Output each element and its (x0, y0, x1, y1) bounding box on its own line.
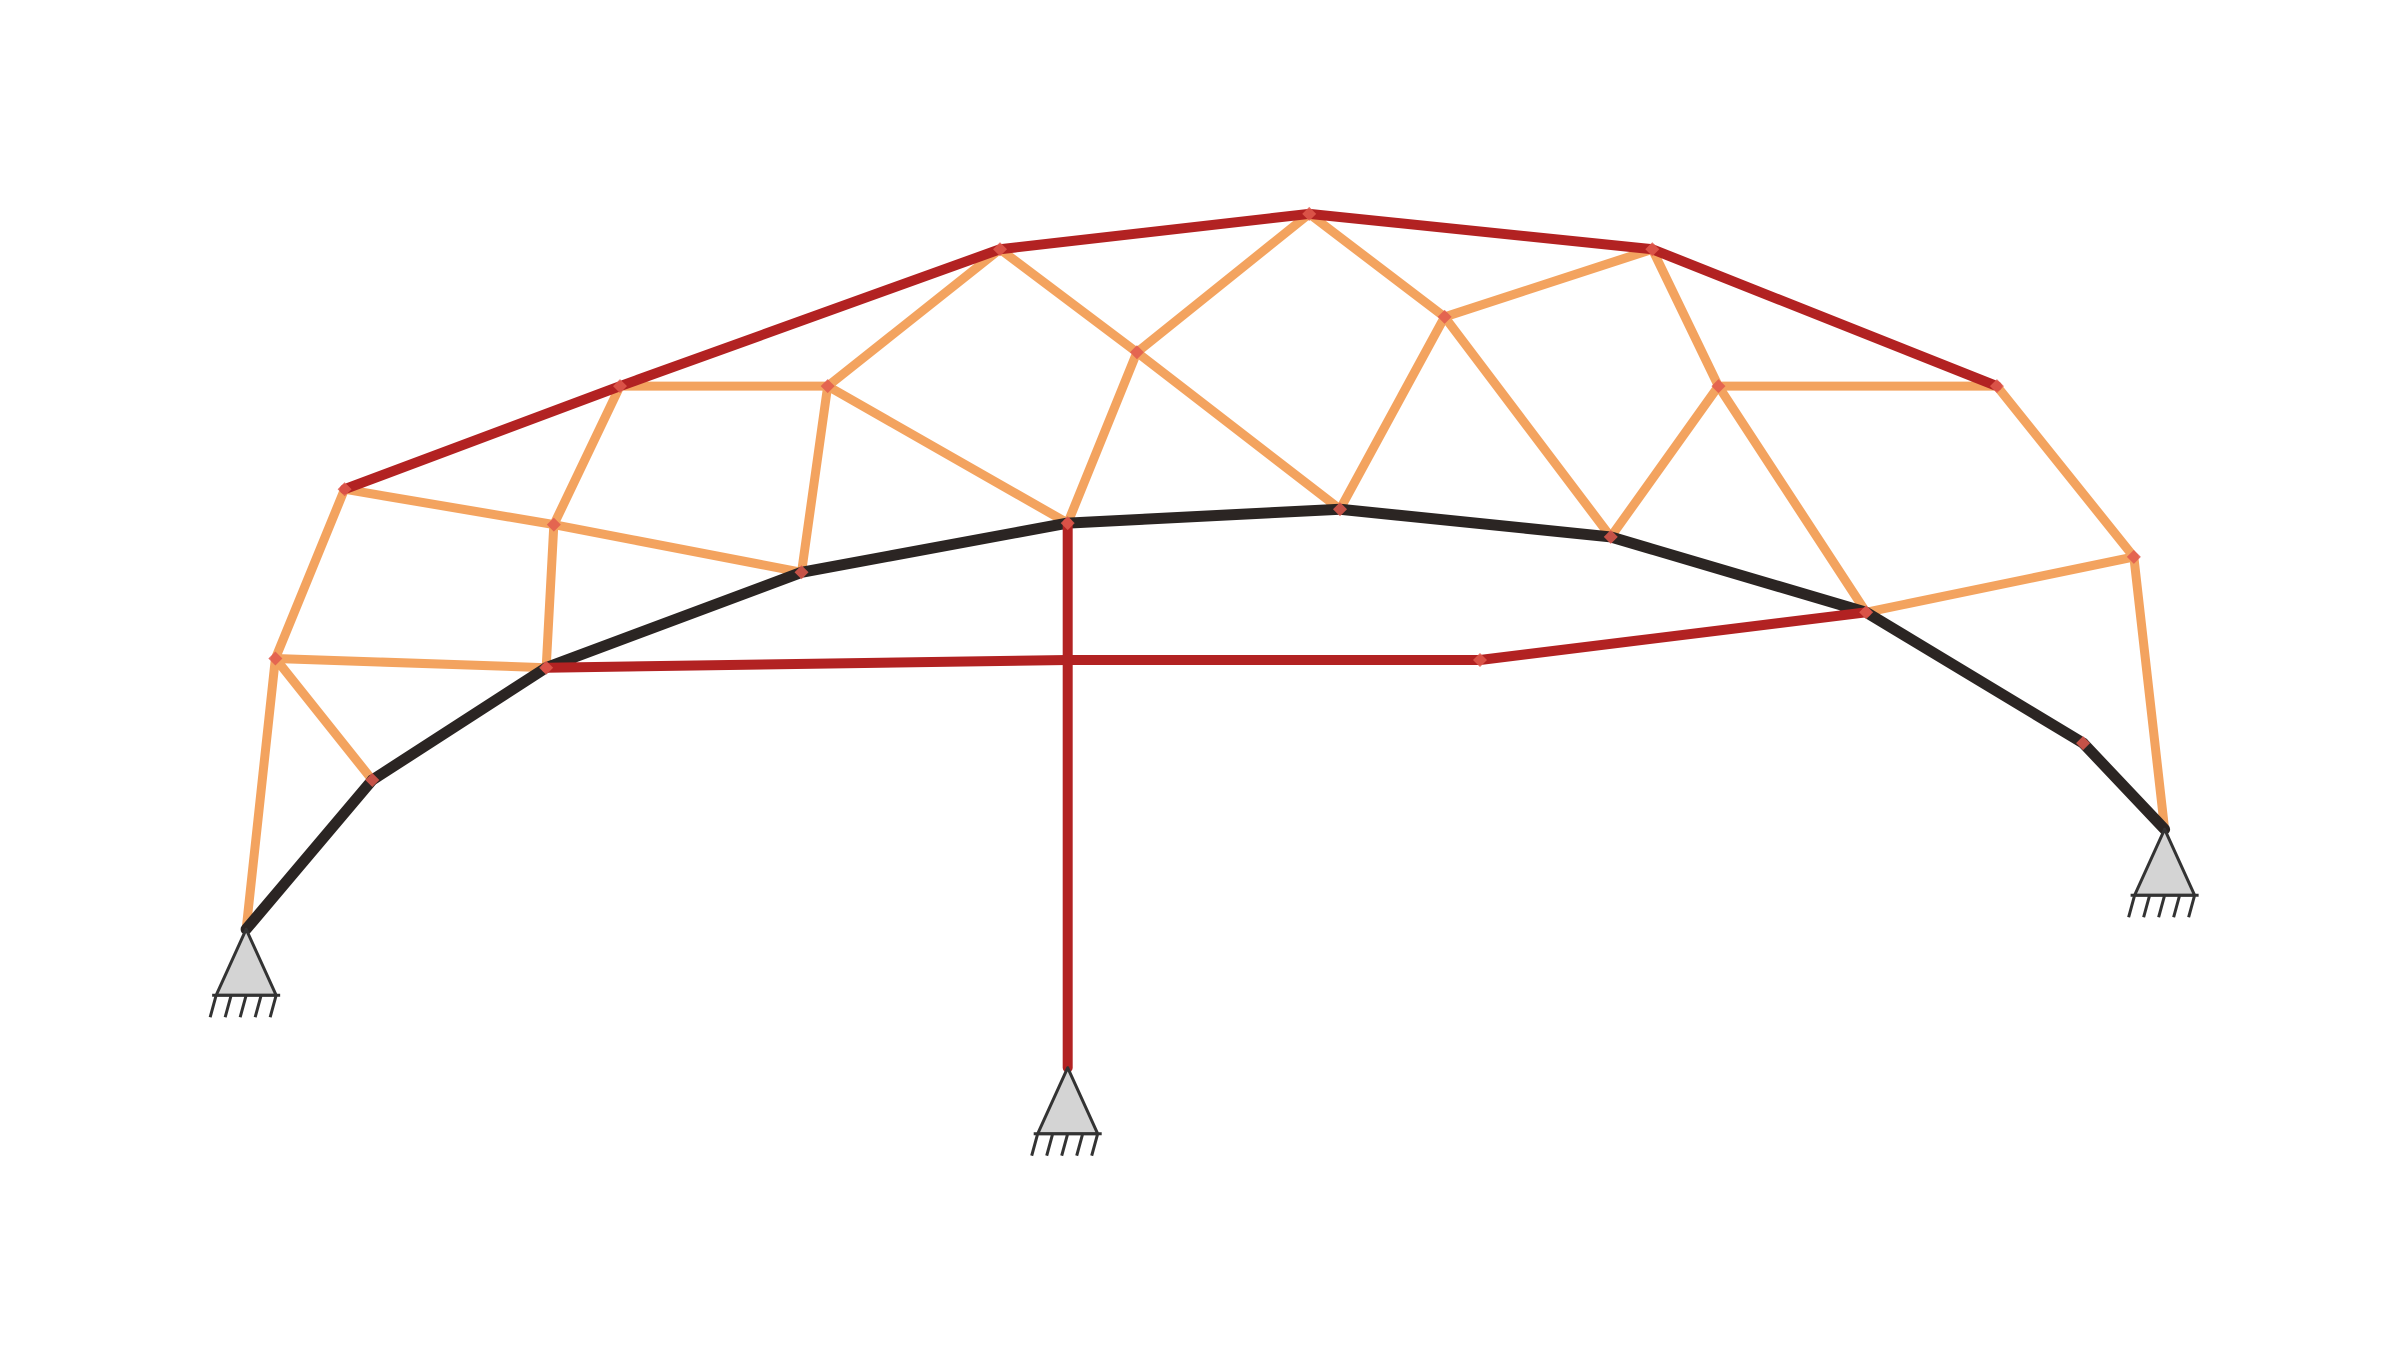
lower-chord-member-b-c (366, 662, 552, 786)
web-member-k-c (270, 653, 551, 673)
support-hatch (2187, 894, 2197, 918)
web-member-a-k (241, 653, 280, 934)
node-marker-u (1711, 379, 1726, 394)
web-member-p-q (995, 244, 1142, 357)
lower-chord-member-f-g (1334, 503, 1617, 543)
lower-chord-member-c-d (540, 566, 808, 674)
right-support (2127, 827, 2199, 918)
node-marker-g (1603, 529, 1618, 544)
web-member-s-t (1440, 244, 1657, 322)
chord-member-n-p (615, 244, 1005, 392)
web-members-layer (241, 209, 2170, 934)
web-member-u-g (1606, 381, 1723, 542)
web-member-m-c (541, 520, 559, 673)
lower-chord-member-i-j (2077, 737, 2171, 835)
node-marker-r (1302, 206, 1317, 221)
support-hatch (238, 994, 248, 1018)
web-member-q-r (1132, 209, 1314, 357)
web-member-u-h (1713, 381, 1871, 617)
node-marker-f (1333, 502, 1347, 517)
support-hatch (1090, 1133, 1100, 1157)
web-member-q-f (1132, 347, 1345, 514)
support-hatch (223, 994, 233, 1018)
lower-chord-member-a-b (240, 774, 378, 935)
web-member-k-b (270, 653, 377, 785)
node-marker-s (1437, 309, 1452, 324)
node-markers-layer (268, 206, 2141, 787)
support-hatch (1030, 1133, 1040, 1157)
node-marker-h (1859, 605, 1874, 620)
web-member-s-g (1440, 312, 1616, 542)
support-hatch (1075, 1133, 1085, 1157)
node-marker-p (993, 242, 1007, 257)
web-member-l-m (340, 484, 559, 530)
node-marker-d (794, 565, 809, 580)
node-marker-l (337, 482, 352, 497)
left-support (208, 927, 281, 1018)
web-member-h-w (1861, 552, 2139, 617)
node-marker-i (2076, 736, 2091, 751)
chord-member-p-r (995, 208, 1315, 255)
lower-chord-member-h-i (1860, 606, 2089, 749)
web-member-o-d (797, 381, 833, 577)
lower-chord-member-e-f (1062, 503, 1346, 529)
supports-layer (208, 827, 2199, 1157)
web-member-o-p (823, 244, 1005, 391)
web-member-m-d (549, 520, 807, 577)
web-member-o-e (823, 381, 1073, 528)
node-marker-m (546, 517, 561, 532)
support-hatch (1045, 1133, 1055, 1157)
web-member-k-l (270, 484, 350, 663)
lower-chord-member-d-e (796, 517, 1074, 578)
support-hatch (1060, 1133, 1070, 1157)
support-hatch (208, 994, 218, 1018)
lower-chord-member-g-h (1605, 531, 1872, 618)
node-marker-v (1989, 379, 2004, 394)
support-hatch (268, 994, 278, 1018)
node-marker-o (820, 379, 835, 394)
web-member-s-f (1335, 312, 1450, 514)
node-marker-t (1645, 242, 1660, 257)
node-marker-n (613, 379, 627, 394)
web-member-v-w (1992, 381, 2139, 562)
lower-chord-layer (240, 503, 2171, 935)
node-marker-e (1060, 516, 1075, 531)
node-marker-c (539, 660, 554, 675)
node-marker-w (2126, 549, 2141, 564)
support-hatch (2157, 894, 2167, 918)
web-member-w-j (2129, 552, 2170, 834)
chord-member-t-v (1647, 244, 2002, 392)
chord-member-r-t (1304, 208, 1658, 255)
node-marker-k (268, 651, 283, 666)
center-support (1030, 1066, 1102, 1157)
chord-members-layer (339, 208, 2002, 1073)
support-hatch (2127, 894, 2137, 918)
chord-member-c-x (541, 655, 1073, 673)
node-marker-y (1473, 653, 1487, 667)
chord-member-l-n (339, 381, 625, 495)
web-member-t-u (1647, 244, 1723, 391)
web-member-q-e (1063, 347, 1142, 528)
chord-member-y-h (1475, 607, 1872, 665)
support-hatch (2142, 894, 2152, 918)
node-marker-q (1129, 345, 1144, 360)
web-member-m-n (549, 381, 625, 530)
web-member-r-s (1304, 209, 1450, 322)
node-marker-b (365, 773, 380, 787)
support-hatch (253, 994, 263, 1018)
support-hatch (2172, 894, 2182, 918)
